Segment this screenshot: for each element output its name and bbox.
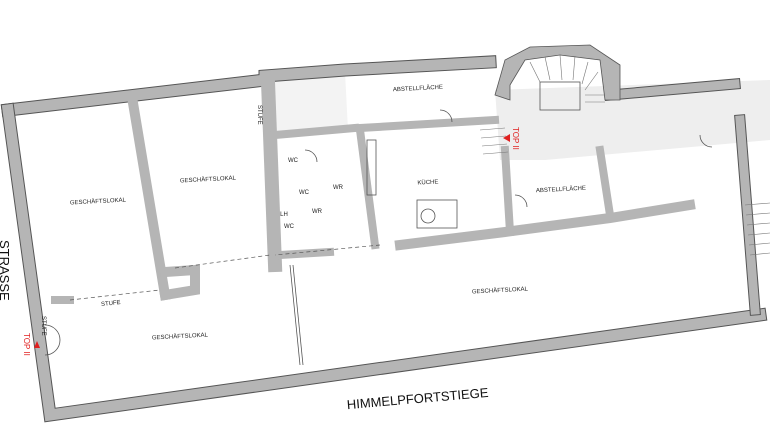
entrance-label-stair: TOP II (511, 127, 520, 150)
street-label-left: STRASSE (0, 240, 12, 301)
room-label-shop-left: GESCHÄFTSLOKAL (70, 197, 127, 207)
room-label-shop-middle: GESCHÄFTSLOKAL (180, 175, 237, 185)
fixtures (44, 54, 770, 366)
room-label-shop-large: GESCHÄFTSLOKAL (472, 286, 529, 296)
entrance-marker-icon (34, 341, 40, 348)
room-label-shop-bottom-left: GESCHÄFTSLOKAL (152, 332, 209, 342)
room-label-kitchen: KÜCHE (417, 178, 438, 186)
step-label-top: STUFE (256, 105, 262, 125)
step-label-entrance: STUFE (40, 316, 46, 336)
walls (0, 44, 768, 423)
room-label-wr2: WR (312, 209, 323, 215)
room-label-wc2: WC (299, 190, 310, 196)
stair-entrance-marker-icon (503, 134, 510, 142)
room-label-wc1: WC (288, 158, 299, 164)
stair-tower (494, 44, 621, 101)
room-label-storage-top: ABSTELLFLÄCHE (393, 84, 443, 94)
street-label-bottom: HIMMELPFORTSTIEGE (346, 385, 489, 412)
hatched-area (268, 72, 348, 138)
room-label-wc3: WC (284, 224, 295, 230)
entrance-label-left: TOP II (22, 333, 31, 356)
room-label-lh: LH (280, 212, 288, 218)
room-label-storage-right: ABSTELLFLÄCHE (536, 185, 586, 195)
room-label-wr1: WR (333, 185, 344, 191)
step-label-middle: STUFE (101, 300, 121, 308)
